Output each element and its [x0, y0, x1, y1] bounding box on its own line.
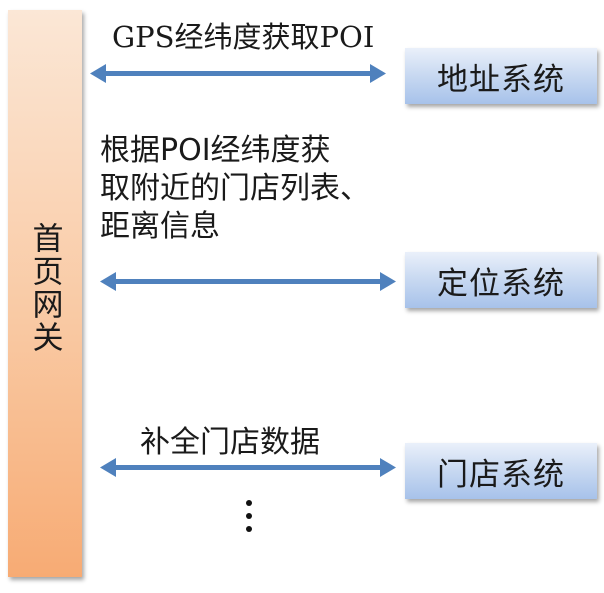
dot-3 — [246, 526, 252, 532]
address-system-box: 地址系统 — [405, 48, 597, 104]
poi-nearby-label-line-3: 距离信息 — [100, 209, 220, 244]
gateway-box — [8, 10, 82, 577]
store-system-box: 门店系统 — [405, 443, 597, 499]
more-indicator: ⋮ — [246, 500, 252, 532]
gateway-label: 首页网关 — [26, 222, 63, 354]
arrow-gateway-store — [100, 458, 396, 477]
arrow-gateway-address — [90, 64, 386, 83]
fill-store-data-label: 补全门店数据 — [140, 425, 320, 460]
poi-nearby-label-line-2: 取附近的门店列表、 — [100, 171, 370, 206]
arrow-gateway-location — [100, 272, 396, 291]
location-system-box: 定位系统 — [405, 252, 597, 308]
gps-poi-label: GPS经纬度获取POI — [112, 20, 375, 54]
poi-nearby-label-line-1: 根据POI经纬度获 — [100, 133, 331, 168]
dot-2 — [246, 513, 252, 519]
dot-1 — [246, 500, 252, 506]
poi-nearby-label: 根据POI经纬度获 取附近的门店列表、 距离信息 — [100, 132, 370, 246]
